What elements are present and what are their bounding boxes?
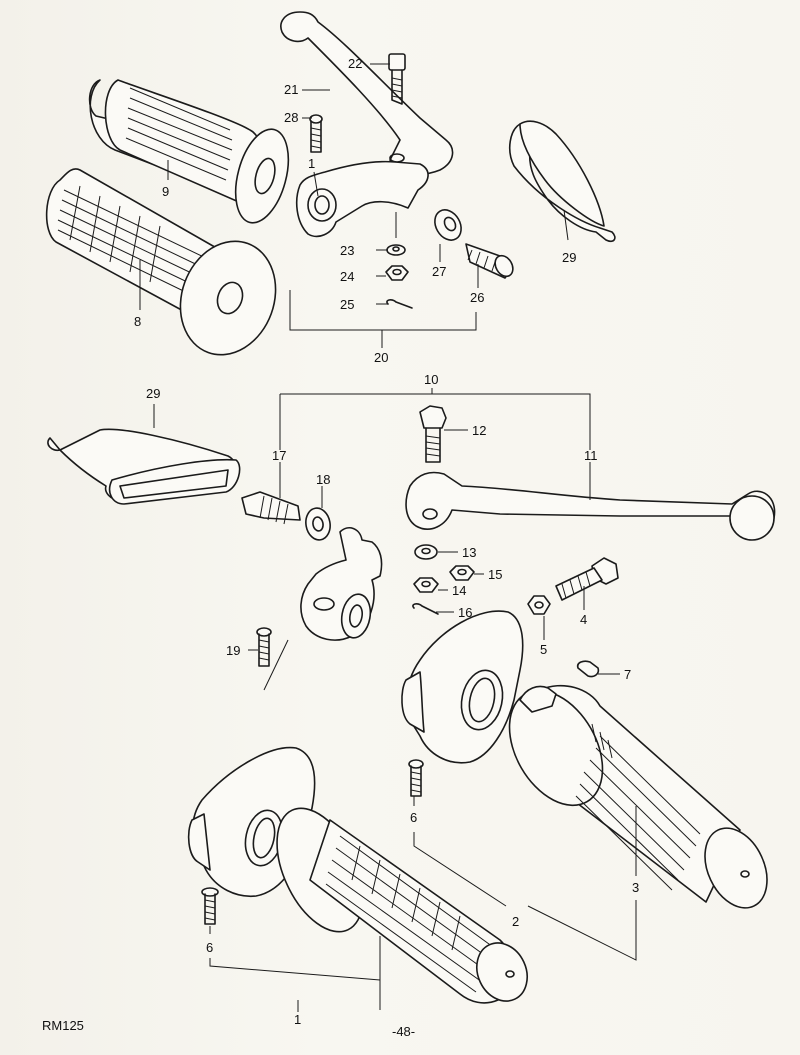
callout-7: 7 [624, 667, 631, 682]
callout-25: 25 [340, 297, 354, 312]
screw-19 [256, 627, 272, 667]
callout-22: 22 [348, 56, 362, 71]
callout-14: 14 [452, 583, 466, 598]
adjuster-bolt-17 [241, 491, 301, 525]
callout-29-middle: 29 [146, 386, 160, 401]
callout-15: 15 [488, 567, 502, 582]
bolt-12 [419, 405, 447, 463]
nut-15 [449, 565, 475, 581]
callout-8: 8 [134, 314, 141, 329]
callout-labels: 22 21 28 1 9 8 23 24 25 27 26 20 29 29 1… [134, 56, 639, 1027]
callout-19: 19 [226, 643, 240, 658]
nut-5 [527, 595, 551, 615]
screw-6-bottom [201, 887, 219, 925]
callout-26: 26 [470, 290, 484, 305]
callout-1-bottom: 1 [294, 1012, 301, 1027]
screw-6-middle [408, 759, 424, 797]
adjuster-bolt-26 [465, 243, 514, 279]
callout-20: 20 [374, 350, 388, 365]
lever-holder-middle [300, 527, 383, 641]
callout-11: 11 [584, 448, 598, 463]
leader-lines [139, 63, 637, 1012]
bolt-22 [388, 53, 406, 105]
callout-21: 21 [284, 82, 298, 97]
model-code: RM125 [42, 1018, 84, 1033]
washer-23 [386, 244, 406, 256]
callout-29-top: 29 [562, 250, 576, 265]
callout-2: 2 [512, 914, 519, 929]
cap-7 [576, 660, 600, 678]
lever-cover-29-top [508, 120, 616, 243]
page-number: -48- [392, 1024, 416, 1039]
callout-6-middle: 6 [410, 810, 417, 825]
cotter-pin-16 [412, 603, 439, 615]
callout-28: 28 [284, 110, 298, 125]
adjuster-nut-27 [434, 209, 462, 241]
adjuster-nut-18 [305, 507, 331, 541]
grip-3 [508, 684, 768, 909]
washer-13 [414, 544, 438, 560]
callout-10: 10 [424, 372, 438, 387]
callout-27: 27 [432, 264, 446, 279]
callout-18: 18 [316, 472, 330, 487]
callout-3: 3 [632, 880, 639, 895]
bolt-4 [555, 557, 619, 601]
brake-lever-11 [405, 471, 776, 541]
nut-14 [413, 577, 439, 593]
lever-cover-29-middle [47, 428, 241, 505]
callout-12: 12 [472, 423, 486, 438]
clutch-lever [280, 11, 454, 176]
lever-holder-top [295, 160, 429, 238]
grip-9 [88, 79, 290, 224]
callout-9: 9 [162, 184, 169, 199]
callout-1-top: 1 [308, 156, 315, 171]
grip-8 [45, 168, 277, 356]
callout-17: 17 [272, 448, 286, 463]
callout-16: 16 [458, 605, 472, 620]
nut-24 [385, 265, 409, 281]
callout-4: 4 [580, 612, 587, 627]
grip-2 [276, 807, 528, 1004]
throttle-housing [401, 610, 524, 764]
callout-23: 23 [340, 243, 354, 258]
cotter-pin-25 [386, 299, 413, 309]
screw-28 [309, 114, 323, 153]
callout-6-bottom: 6 [206, 940, 213, 955]
callout-5: 5 [540, 642, 547, 657]
callout-24: 24 [340, 269, 354, 284]
callout-13: 13 [462, 545, 476, 560]
